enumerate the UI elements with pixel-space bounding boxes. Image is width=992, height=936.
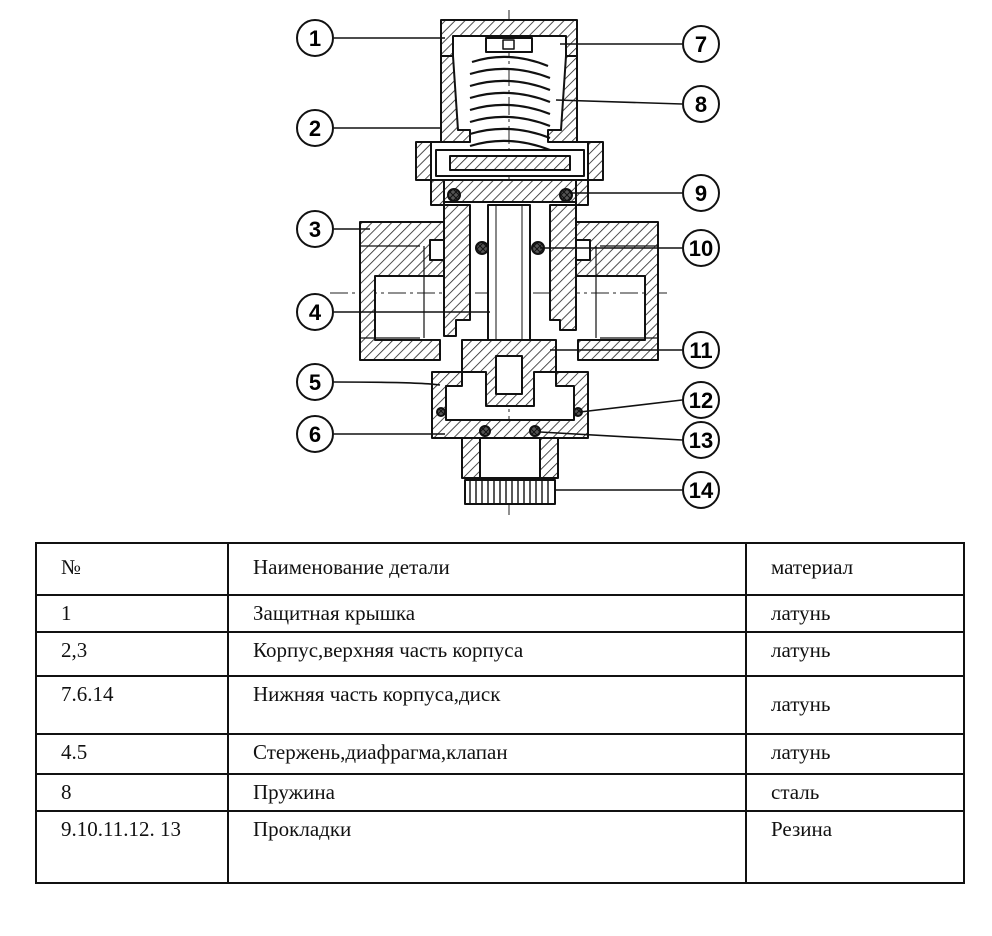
- callout-number: 10: [689, 236, 713, 261]
- callout-number: 8: [695, 92, 707, 117]
- cell-material: латунь: [745, 594, 965, 633]
- callout-number: 1: [309, 26, 321, 51]
- cell-material: латунь: [745, 631, 965, 677]
- piston-plate: [443, 179, 577, 203]
- callout-number: 5: [309, 370, 321, 395]
- cell-number: 4.5: [35, 733, 229, 775]
- callout-number: 14: [689, 478, 714, 503]
- header-part-name: Наименование детали: [227, 542, 747, 596]
- cell-number: 2,3: [35, 631, 229, 677]
- knurled-disc: [464, 479, 556, 505]
- callout-6: 6: [296, 415, 334, 453]
- callout-number: 13: [689, 428, 713, 453]
- callout-11: 11: [682, 331, 720, 369]
- callout-number: 12: [689, 388, 713, 413]
- callout-number: 4: [309, 300, 322, 325]
- cell-part-name: Корпус,верхняя часть корпуса: [227, 631, 747, 677]
- cell-part-name: Пружина: [227, 773, 747, 812]
- cell-part-name: Стержень,диафрагма,клапан: [227, 733, 747, 775]
- callout-8: 8: [682, 85, 720, 123]
- cell-material: Резина: [745, 810, 965, 884]
- table-row: 7.6.14 Нижняя часть корпуса,диск латунь: [35, 675, 965, 735]
- cell-part-name: Прокладки: [227, 810, 747, 884]
- callout-12: 12: [682, 381, 720, 419]
- cell-material: латунь: [745, 675, 965, 735]
- callout-9: 9: [682, 174, 720, 212]
- callout-number: 6: [309, 422, 321, 447]
- cell-number: 9.10.11.12. 13: [35, 810, 229, 884]
- callout-13: 13: [682, 421, 720, 459]
- parts-table: № Наименование детали материал 1 Защитна…: [35, 542, 965, 884]
- callout-number: 9: [695, 181, 707, 206]
- upper-body: [415, 55, 471, 206]
- cell-number: 8: [35, 773, 229, 812]
- stem: [487, 204, 531, 341]
- table-row: 1 Защитная крышка латунь: [35, 594, 965, 633]
- cell-number: 7.6.14: [35, 675, 229, 735]
- callout-number: 2: [309, 116, 321, 141]
- main-body: [359, 221, 445, 361]
- lower-body: [431, 371, 589, 439]
- callout-number: 7: [695, 32, 707, 57]
- callout-5: 5: [296, 363, 334, 401]
- table-row: 9.10.11.12. 13 Прокладки Резина: [35, 810, 965, 884]
- cell-material: сталь: [745, 773, 965, 812]
- callout-number: 3: [309, 217, 321, 242]
- header-material: материал: [745, 542, 965, 596]
- callout-10: 10: [682, 229, 720, 267]
- callout-3: 3: [296, 210, 334, 248]
- cell-part-name: Защитная крышка: [227, 594, 747, 633]
- header-number: №: [35, 542, 229, 596]
- callout-14: 14: [682, 471, 720, 509]
- callout-4: 4: [296, 293, 334, 331]
- table-row: 8 Пружина сталь: [35, 773, 965, 812]
- cell-number: 1: [35, 594, 229, 633]
- cell-part-name: Нижняя часть корпуса,диск: [227, 675, 747, 735]
- table-header-row: № Наименование детали материал: [35, 542, 965, 596]
- valve-body: [359, 19, 659, 505]
- callout-number: 11: [689, 338, 712, 363]
- table-row: 2,3 Корпус,верхняя часть корпуса латунь: [35, 631, 965, 677]
- cell-material: латунь: [745, 733, 965, 775]
- table-row: 4.5 Стержень,диафрагма,клапан латунь: [35, 733, 965, 775]
- leader-lines: [333, 37, 683, 491]
- callout-1: 1: [296, 19, 334, 57]
- callout-7: 7: [682, 25, 720, 63]
- callout-2: 2: [296, 109, 334, 147]
